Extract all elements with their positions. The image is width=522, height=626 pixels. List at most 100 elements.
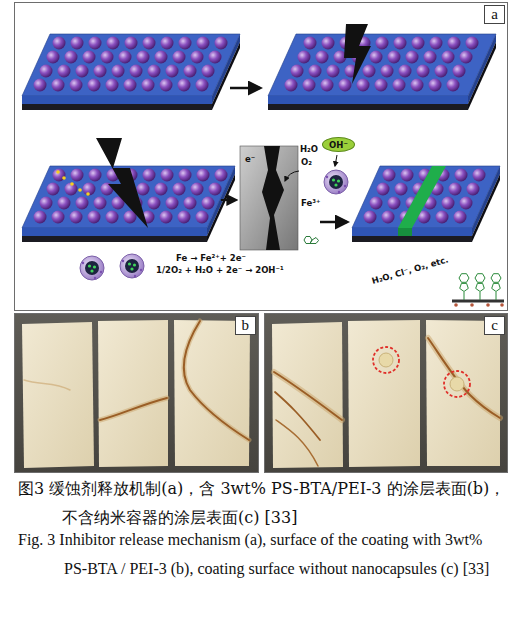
coated-steel-slab [301,35,481,51]
coated-panel-photo [174,320,250,466]
adsorbed-bta-layer [454,303,504,307]
adsorbed-bta-layer [470,303,474,307]
coated-steel-slab [22,236,207,242]
nanocontainer [80,256,104,280]
uncoated-panel-photo [379,353,393,367]
coated-steel-slab [352,166,500,242]
coated-steel-slab [288,63,468,79]
ion-label: OH⁻ [329,140,348,150]
adsorbed-bta-layer [475,274,485,283]
uncoated-panel-photo [444,371,470,397]
coated-steel-slab [31,77,211,93]
bta-molecule [304,237,319,244]
ion-bubble: OH⁻ [322,137,355,152]
crack-inset [262,146,284,250]
coated-panel-photo [22,322,94,468]
process-arrow [320,221,347,224]
coated-steel-slab [295,49,475,65]
coated-panel-photo [15,314,258,472]
adsorbed-bta-layer [459,274,501,300]
coated-steel-slab [50,167,230,183]
coated-steel-slab [31,209,211,225]
adsorbed-bta-layer [454,303,458,307]
figure-panel: c [264,313,508,473]
inhibitor-film [398,166,446,236]
coated-steel-slab [31,77,211,93]
electron-glow [78,188,82,192]
nanocontainer [120,254,144,278]
coated-steel-slab [50,167,230,183]
coated-steel-slab [282,77,462,93]
coated-steel-slab [22,34,240,110]
uncoated-panel-photo [428,338,500,418]
coated-steel-slab [268,34,496,110]
electron-glow [56,170,60,174]
coated-steel-slab [50,35,230,51]
coated-steel-slab [352,228,472,236]
crack-inset [240,146,298,250]
coated-steel-slab [268,96,468,104]
uncoated-panel-photo [274,372,342,420]
process-arrow [221,88,347,222]
inhibitor-film [398,166,446,228]
uncoated-panel-photo [276,420,318,466]
adsorbed-bta-layer [464,292,496,300]
process-arrow [221,199,236,201]
uncoated-panel-photo [428,338,500,418]
coated-steel-slab [22,104,212,110]
coated-steel-slab [22,96,212,104]
figure-panel: b [14,313,259,473]
electron-glow [70,182,74,186]
coated-steel-slab [288,63,468,79]
adsorbed-bta-layer [491,274,501,283]
coated-panel-photo [100,398,167,420]
coated-steel-slab [22,228,207,236]
coated-steel-slab [268,34,496,96]
process-arrow [335,155,337,166]
uncoated-panel-photo [275,392,320,440]
adsorbed-bta-layer [486,303,490,307]
coated-panel-photo [100,398,167,420]
coated-steel-slab [301,35,481,51]
coated-steel-slab [22,34,240,96]
coated-steel-slab [44,49,224,65]
process-arrow [230,87,260,90]
uncoated-panel-photo [274,372,342,420]
species-label: H₂O, Cl⁻, O₂, etc. [371,254,450,285]
panel-letter: a [484,5,505,24]
reaction-equation: 1/2O₂ + H₂O + 2e⁻ → 2OH⁻¹ [156,265,284,275]
adsorbed-bta-layer [500,303,504,307]
coated-panel-photo [98,320,168,467]
coated-steel-slab [268,104,468,110]
species-label: O₂ [301,157,312,167]
electron-glow [56,170,90,196]
coated-steel-slab [295,49,475,65]
uncoated-panel-photo [265,314,507,472]
uncoated-panel-photo [265,314,507,472]
figure-caption: 图3 缓蚀剂释放机制(a)，含 3wt% PS-BTA/PEI-3 的涂层表面(… [18,474,506,532]
adsorbed-bta-layer [460,283,469,291]
species-label: H₂O [300,144,318,154]
panel-letter: c [484,316,505,335]
figure-caption-english: Fig. 3 Inhibitor release mechanism (a), … [18,525,506,583]
panel-letter: b [235,316,257,335]
uncoated-panel-photo [450,377,464,391]
reaction-equation: Fe → Fe²⁺+ 2e⁻ [176,253,246,263]
coated-steel-slab [31,209,211,225]
bta-molecule [310,238,319,244]
process-arrow [285,171,299,181]
uncoated-panel-photo [373,347,399,373]
electron-glow [62,176,66,180]
uncoated-panel-photo [274,338,500,466]
adsorbed-bta-layer [492,283,501,291]
adsorbed-bta-layer [476,283,485,291]
damage-bolt [344,24,371,84]
coated-steel-slab [282,77,462,93]
uncoated-panel-photo [348,320,420,467]
coated-panel-photo [24,321,249,440]
coated-panel-photo [184,321,249,440]
coated-panel-photo [24,380,70,390]
adsorbed-bta-layer [459,274,469,283]
coated-steel-slab [37,63,217,79]
damage-bolt [96,138,148,228]
